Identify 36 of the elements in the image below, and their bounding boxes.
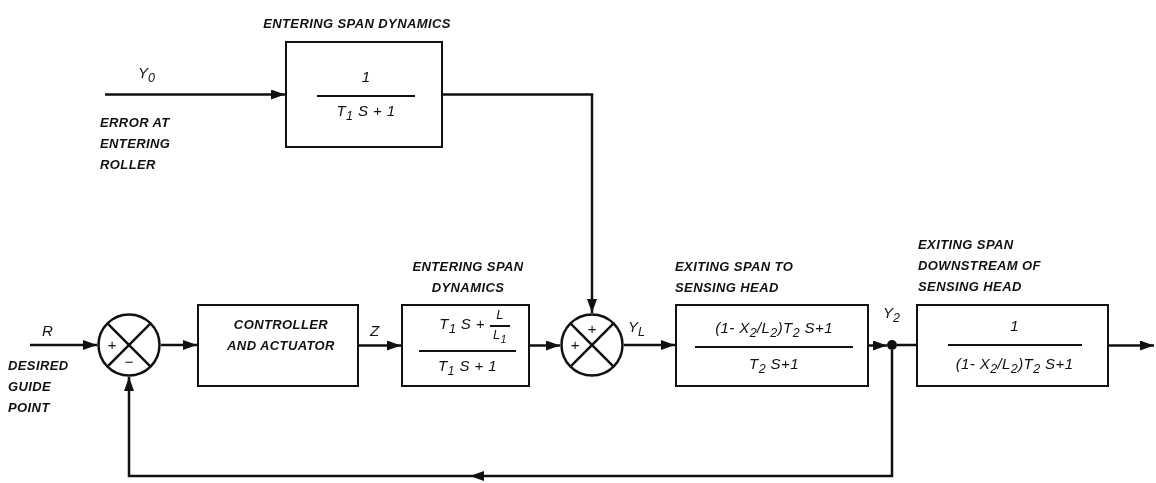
formula-text: 1	[1009, 316, 1020, 336]
branch-point	[887, 340, 897, 350]
formula-text: L$_{1}$	[491, 327, 509, 347]
sign-label: +	[586, 322, 598, 336]
connector-line	[897, 343, 916, 347]
annotation-text: ERROR AT ENTERING ROLLER	[100, 114, 172, 174]
arrow	[161, 340, 197, 350]
sign-label: −	[123, 355, 135, 369]
formula-text: T$_{1}$ S +	[438, 314, 485, 338]
heading-text: CONTROLLER AND ACTUATOR	[226, 316, 336, 355]
formula-text: 1	[360, 67, 372, 87]
formula-text: (1- X$_{2}$/L$_{2}$)T$_{2}$ S+1	[954, 354, 1075, 378]
formula-text: T$_{1}$ S + 1	[437, 356, 498, 380]
heading-text: EXITING SPAN DOWNSTREAM OF SENSING HEAD	[918, 236, 1042, 296]
summing-junction	[560, 313, 624, 377]
arrow	[359, 340, 401, 351]
arrow	[443, 93, 597, 313]
arrow	[124, 350, 894, 478]
summing-junction	[97, 313, 161, 377]
formula-text: T$_{1}$ S + 1	[335, 101, 397, 125]
arrow	[869, 340, 887, 351]
heading-text: EXITING SPAN TO SENSING HEAD	[675, 258, 795, 297]
formula-text: (1- X$_{2}$/L$_{2}$)T$_{2}$ S+1	[714, 318, 834, 342]
heading-text: ENTERING SPAN DYNAMICS	[411, 258, 525, 297]
transfer-function-block	[197, 304, 359, 387]
arrow	[530, 340, 560, 351]
arrow	[30, 340, 97, 350]
sign-label: +	[106, 338, 118, 352]
arrow	[1109, 340, 1154, 351]
heading-text: ENTERING SPAN DYNAMICS	[262, 15, 452, 33]
annotation-text: DESIRED GUIDE POINT	[8, 357, 70, 417]
formula-text: L	[495, 307, 505, 323]
arrow	[105, 89, 285, 100]
formula-text: T$_{2}$ S+1	[748, 354, 800, 378]
arrow	[624, 340, 675, 350]
sign-label: +	[569, 338, 581, 352]
